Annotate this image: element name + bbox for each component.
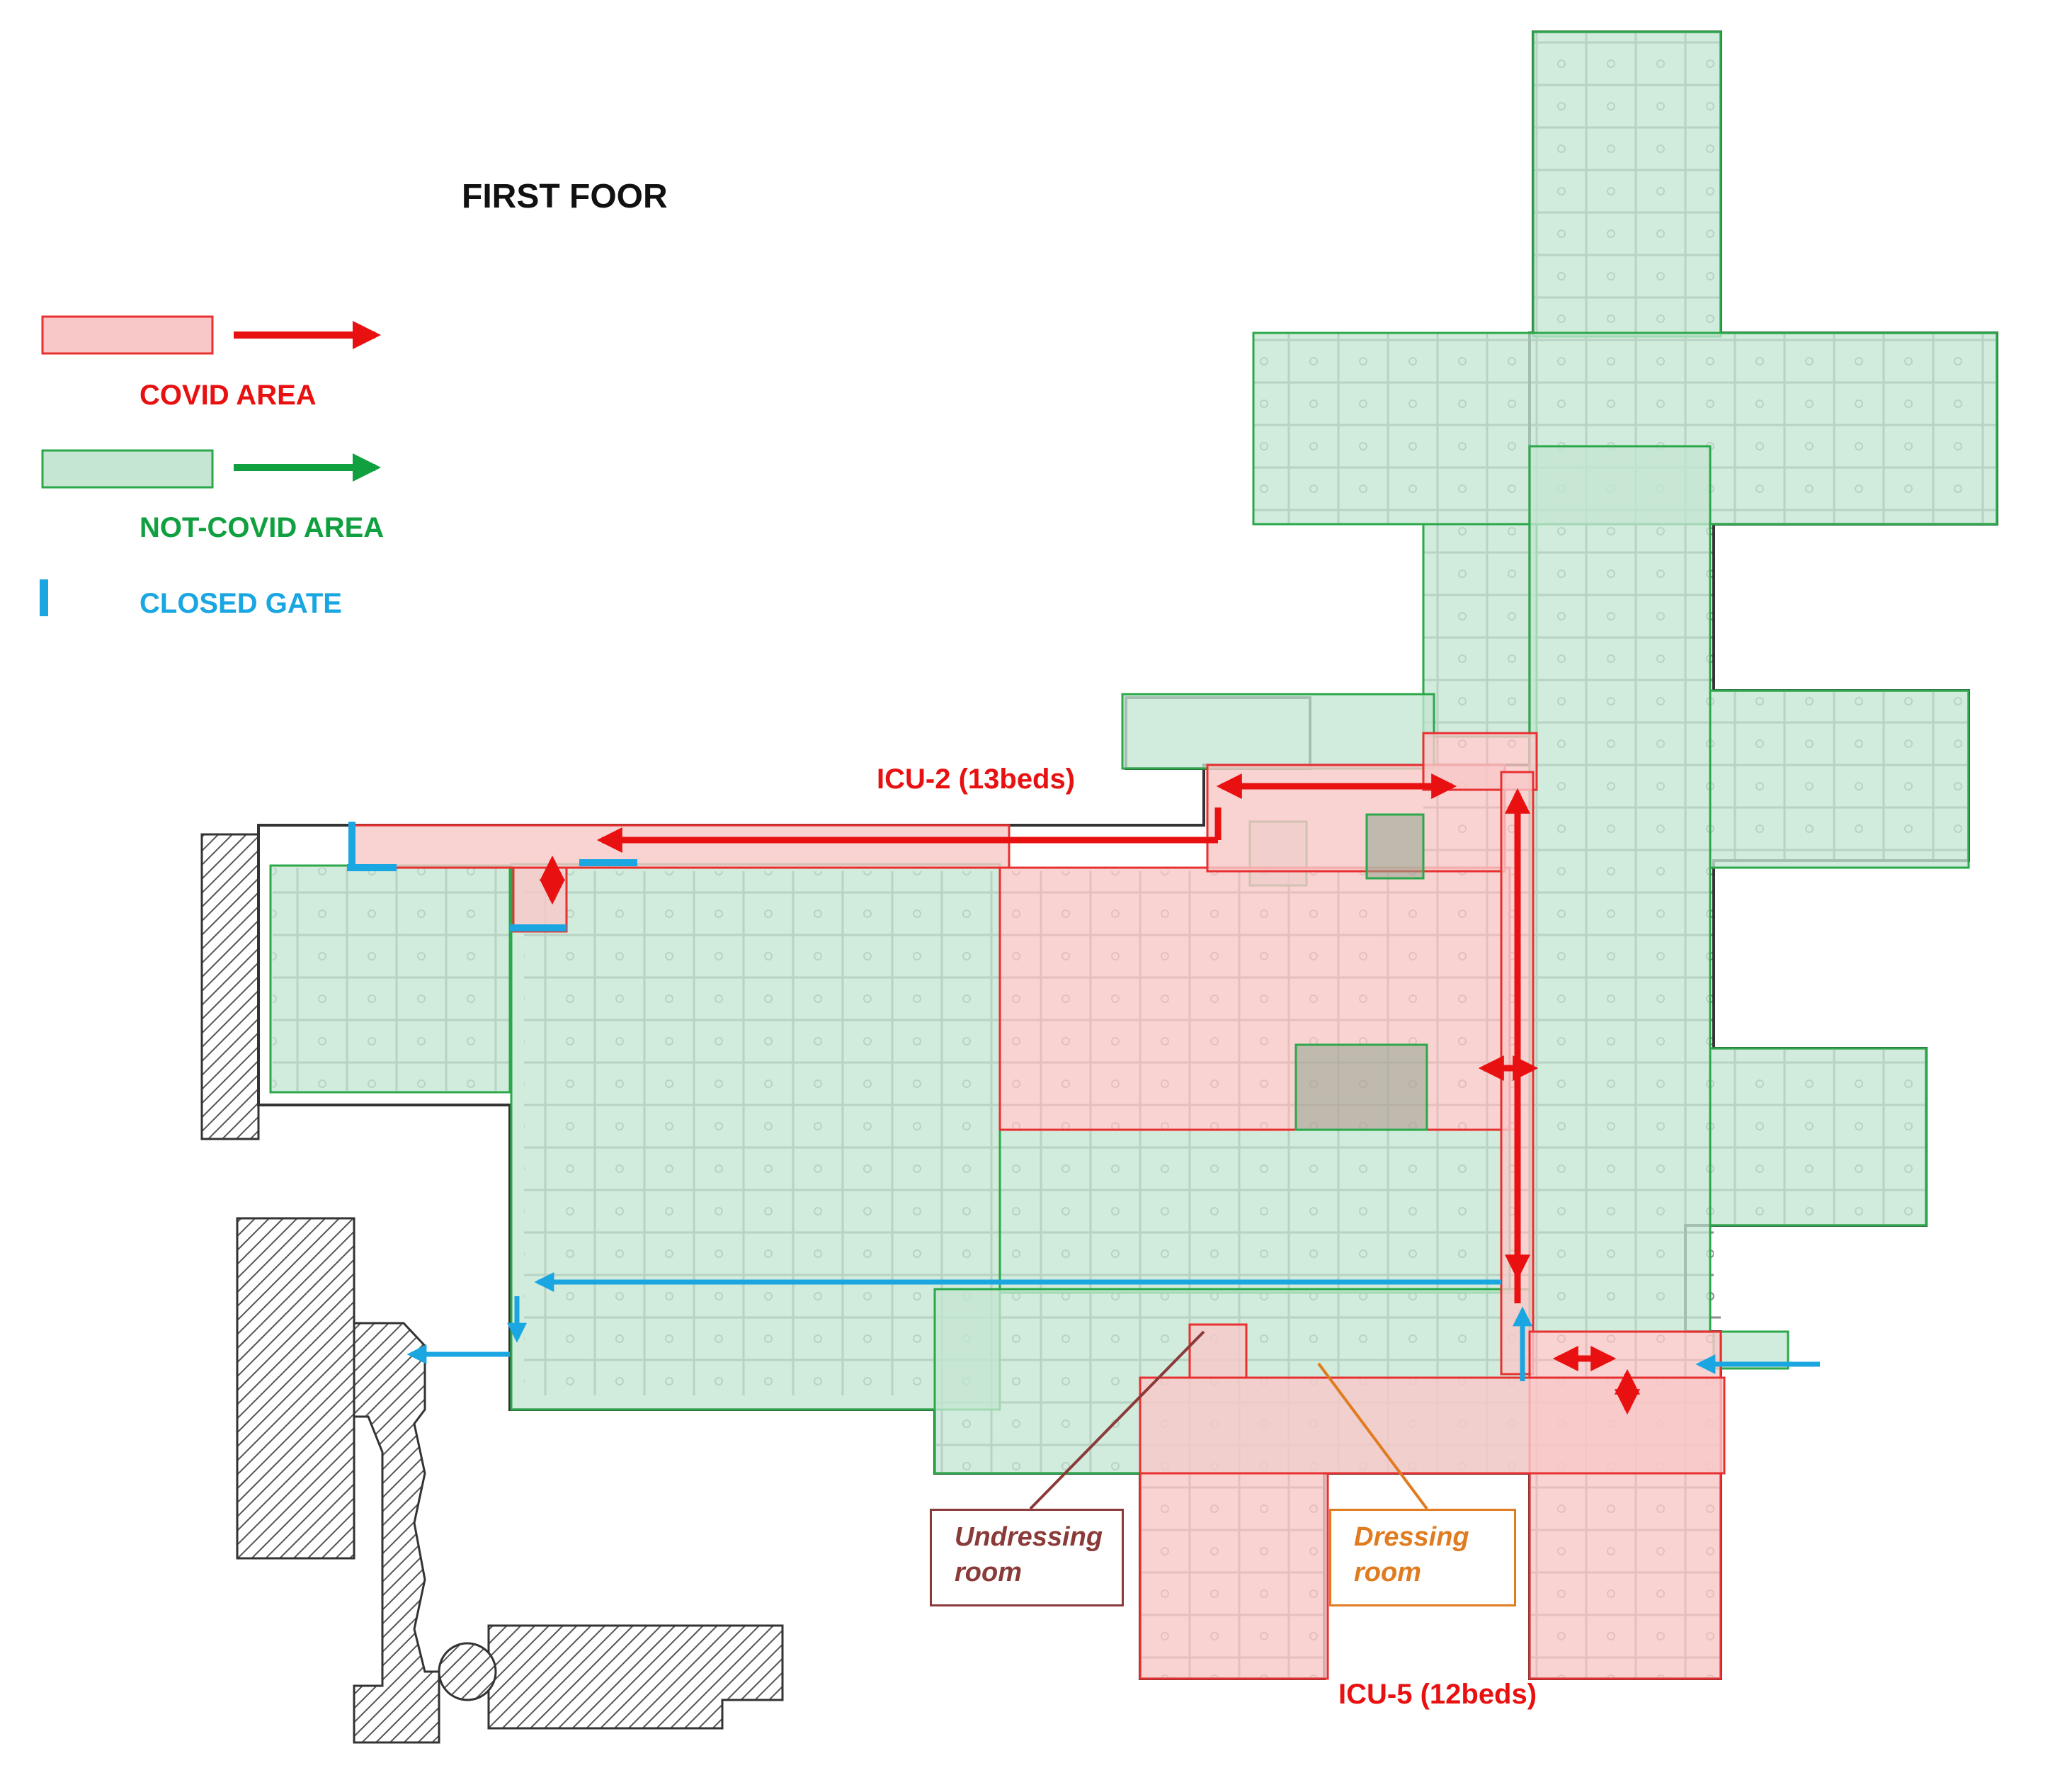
transition-rooms [1294,813,1428,1131]
legend [40,315,381,616]
icu5-label: ICU-5 (12beds) [1338,1679,1537,1710]
legend-covid-label: COVID AREA [140,380,317,411]
undressing-pointer [1029,1330,1205,1510]
not-covid-zones [269,30,1998,1475]
dressing-pointer [1317,1362,1428,1510]
dressing-line1: Dressing [1354,1522,1469,1552]
undressing-line1: Undressing [955,1522,1103,1552]
room-pointers [1029,1330,1428,1510]
legend-covid-swatch [41,315,214,355]
adjacent-buildings [200,833,784,1744]
legend-not-covid-label: NOT-COVID AREA [140,512,385,543]
legend-closed-gate-label: CLOSED GATE [140,588,342,619]
page-title: FIRST FOOR [462,178,668,215]
exit-flow-arrows [406,1272,1820,1381]
covid-flow-arrows [540,773,1640,1415]
dressing-room-label: Dressing room [1329,1509,1516,1606]
icu2-label: ICU-2 (13beds) [877,764,1076,795]
undressing-room-label: Undressing room [930,1509,1124,1606]
closed-gates [347,822,637,931]
legend-not-covid-swatch [41,449,214,489]
dressing-line2: room [1354,1558,1421,1587]
undressing-line2: room [955,1558,1022,1587]
